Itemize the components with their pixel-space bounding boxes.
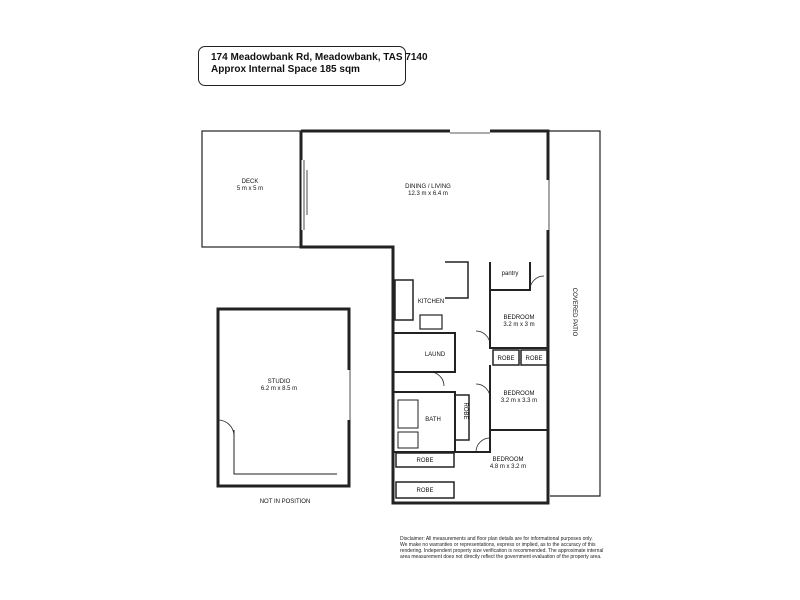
bedroom-3-size: 4.8 m x 3.2 m (490, 464, 526, 470)
robe-4-label: ROBE (416, 458, 433, 464)
robe-2-outline (520, 349, 548, 366)
robe-3-outline (454, 394, 470, 441)
robe-5-outline (395, 481, 455, 499)
dining-living-label: DINING / LIVING (405, 184, 451, 190)
robe-3-label: ROBE (462, 402, 468, 419)
not-in-position-label: NOT IN POSITION (260, 499, 311, 505)
bedroom-2-size: 3.2 m x 3.3 m (501, 398, 537, 404)
bedroom-2-label: BEDROOM (503, 391, 534, 397)
pantry-label: pantry (502, 271, 519, 277)
deck-size: 5 m x 5 m (237, 186, 263, 192)
robe-1-outline (492, 349, 520, 366)
robe-4-outline (395, 452, 455, 468)
bedroom-3-walls (455, 430, 491, 453)
disclaimer-line: We make no warranties or representations… (400, 542, 596, 548)
disclaimer: Disclaimer: All measurements and floor p… (400, 536, 604, 560)
bedroom-1-size: 3.2 m x 3 m (503, 322, 534, 328)
dining-living-size: 12.3 m x 6.4 m (408, 191, 448, 197)
robe-5-label: ROBE (416, 488, 433, 494)
robe-1-label: ROBE (497, 356, 514, 362)
laund-label: LAUND (425, 352, 446, 358)
bedroom-1-label: BEDROOM (503, 315, 534, 321)
kitchen-label: KITCHEN (418, 299, 444, 305)
disclaimer-line: area measurement does not directly refle… (400, 554, 602, 560)
studio-label: STUDIO (268, 379, 291, 385)
laundry-walls (393, 332, 456, 373)
kitchen-bench (394, 279, 414, 321)
bath-walls (393, 391, 456, 453)
address-box: 174 Meadowbank Rd, Meadowbank, TAS 7140 … (198, 46, 428, 86)
internal-area: Approx Internal Space 185 sqm (211, 64, 360, 75)
studio-outline (216, 307, 351, 488)
bedroom-1-walls (489, 290, 548, 349)
bedroom-3-label: BEDROOM (492, 457, 523, 463)
property-address: 174 Meadowbank Rd, Meadowbank, TAS 7140 (211, 52, 428, 63)
covered-patio-outline (548, 130, 601, 497)
pantry-walls (489, 262, 531, 291)
deck-label: DECK (242, 179, 259, 185)
disclaimer-line: rendering. Independent property size ver… (400, 548, 604, 554)
covered-patio-label: COVERED PATIO (571, 288, 577, 337)
house-outer-wall (299, 129, 550, 505)
robe-2-label: ROBE (525, 356, 542, 362)
studio-size: 6.2 m x 8.5 m (261, 386, 297, 392)
disclaimer-line: Disclaimer: All measurements and floor p… (400, 536, 593, 542)
bath-label: BATH (425, 417, 441, 423)
